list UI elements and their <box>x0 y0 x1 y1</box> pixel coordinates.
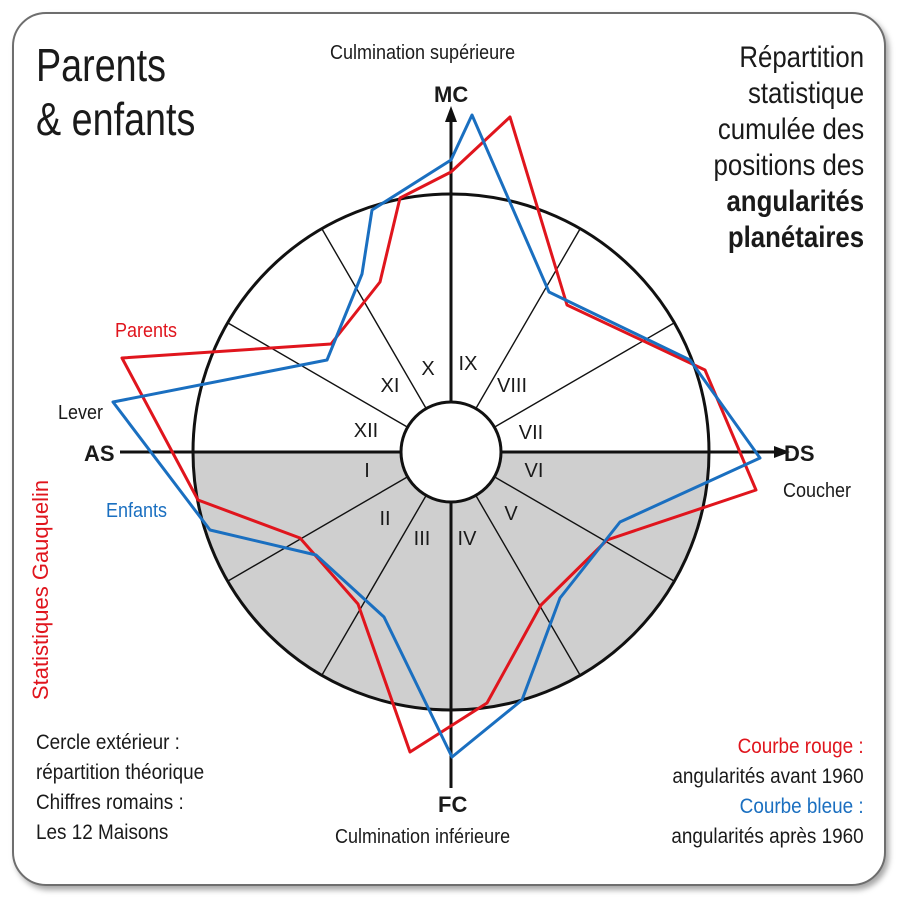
description-bold-line: angularités <box>726 185 864 218</box>
parents-label: Parents <box>115 320 178 342</box>
note-line: répartition théorique <box>36 761 205 784</box>
coucher-label: Coucher <box>783 480 852 502</box>
bottom-caption: Culmination inférieure <box>335 826 511 848</box>
ds-label: DS <box>784 441 815 466</box>
notes-left: Cercle extérieur : répartition théorique… <box>36 728 204 848</box>
description-line: statistique <box>747 77 864 110</box>
lever-label: Lever <box>58 402 104 424</box>
vertical-source-label: Statistiques Gauquelin <box>28 479 53 700</box>
house-label-xii: XII <box>354 420 378 442</box>
description: Répartition statistique cumulée des posi… <box>713 40 864 256</box>
page-title: Parents & enfants <box>36 38 195 146</box>
house-label-x: X <box>421 358 434 380</box>
top-caption: Culmination supérieure <box>330 42 516 64</box>
arrow-right <box>774 446 790 458</box>
description-line: Répartition <box>739 41 864 74</box>
as-label: AS <box>84 441 115 466</box>
title-line-2: & enfants <box>36 93 196 145</box>
note-line: Cercle extérieur : <box>36 731 180 754</box>
enfants-curve <box>111 113 762 759</box>
legend-blue-desc: angularités après 1960 <box>671 825 864 848</box>
house-label-ix: IX <box>459 353 478 375</box>
house-label-i: I <box>364 460 370 482</box>
legend: Courbe rouge : angularités avant 1960 Co… <box>672 732 864 852</box>
description-bold-line: planétaires <box>727 221 864 254</box>
house-label-ii: II <box>379 508 390 530</box>
house-label-iv: IV <box>458 528 478 550</box>
house-label-vii: VII <box>519 422 543 444</box>
legend-blue-title: Courbe bleue : <box>740 795 864 818</box>
description-line: cumulée des <box>717 113 864 146</box>
title-line-1: Parents <box>36 39 166 91</box>
arrow-up <box>445 106 457 122</box>
description-line: positions des <box>713 149 864 182</box>
house-label-iii: III <box>414 528 431 550</box>
note-line: Chiffres romains : <box>36 791 184 814</box>
house-label-vi: VI <box>525 460 544 482</box>
enfants-label: Enfants <box>106 500 168 522</box>
house-label-viii: VIII <box>497 375 527 397</box>
inner-circle <box>399 400 503 504</box>
parents-curve <box>120 115 758 754</box>
legend-red-title: Courbe rouge : <box>737 735 864 758</box>
house-label-v: V <box>504 503 518 525</box>
house-dividers <box>227 228 675 676</box>
mc-label: MC <box>434 82 469 107</box>
house-label-xi: XI <box>381 375 400 397</box>
note-line: Les 12 Maisons <box>36 821 169 844</box>
legend-red-desc: angularités avant 1960 <box>672 765 864 788</box>
fc-label: FC <box>438 792 468 817</box>
